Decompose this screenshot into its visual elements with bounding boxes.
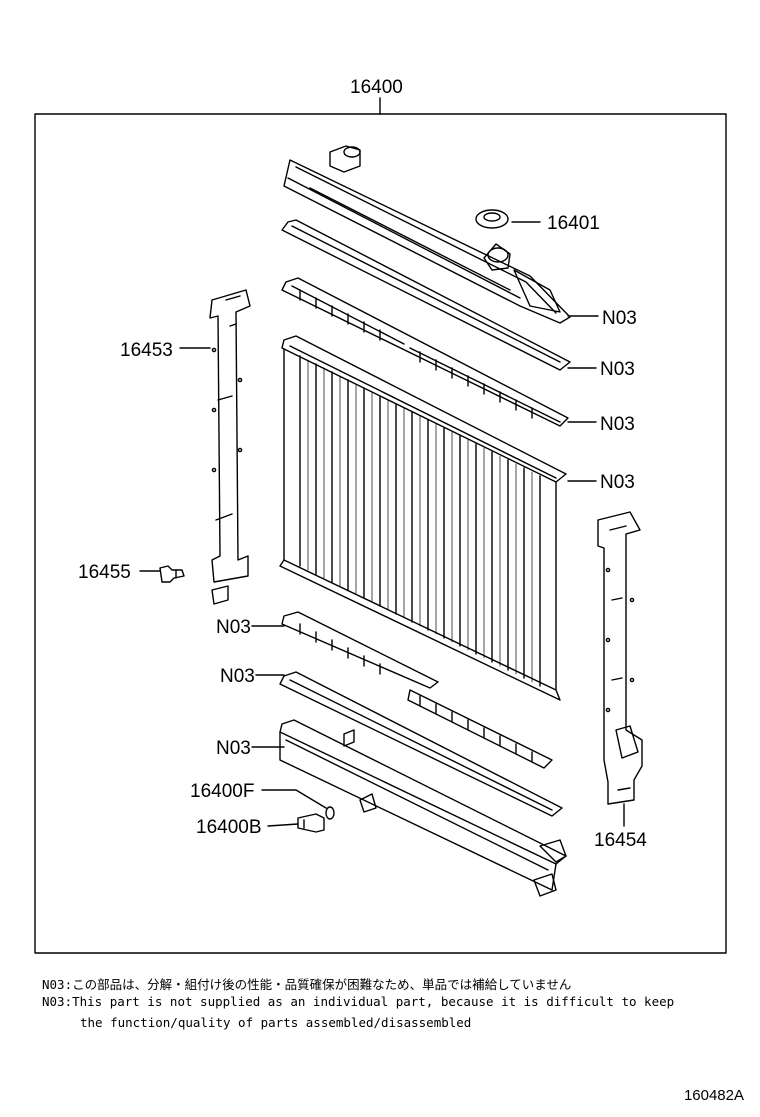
n03-label-2: N03 [600,359,635,380]
drain-gasket-leader [261,789,327,809]
mounting-bolt [159,565,185,583]
n03-label-4: N03 [600,472,635,493]
drain-cock [297,813,325,833]
n03-label-1: N03 [602,308,637,329]
upper-tank [283,145,571,324]
n03-label-3: N03 [600,414,635,435]
right-support-label: 16454 [594,830,647,851]
left-support-label: 16453 [120,340,173,361]
drain-gasket-label: 16400F [190,781,254,802]
n03-label-5: N03 [216,617,251,638]
note-japanese: N03:この部品は、分解・組付け後の性能・品質確保が困難なため、単品では補給して… [42,977,572,992]
upper-gasket [281,219,571,371]
drain-fitting [359,793,377,813]
upper-core-plate [281,277,569,427]
n03-label-6: N03 [220,666,255,687]
cap-label: 16401 [547,213,600,234]
drain-gasket [325,806,335,820]
left-radiator-support [209,289,251,605]
assembly-number-label: 16400 [350,77,403,98]
drain-cock-label: 16400B [196,817,262,838]
lower-core-plate [281,611,553,769]
radiator-core [279,335,567,701]
lower-tank [279,719,567,897]
n03-label-7: N03 [216,738,251,759]
note-english-line1: N03:This part is not supplied as an indi… [42,994,675,1009]
drain-cock-leader [267,823,299,827]
radiator-cap [475,209,509,229]
bolt-label: 16455 [78,562,131,583]
right-radiator-support [597,511,643,805]
reference-code: 160482A [683,1087,744,1104]
lower-gasket [279,671,563,817]
note-english-line2: the function/quality of parts assembled/… [80,1015,472,1030]
